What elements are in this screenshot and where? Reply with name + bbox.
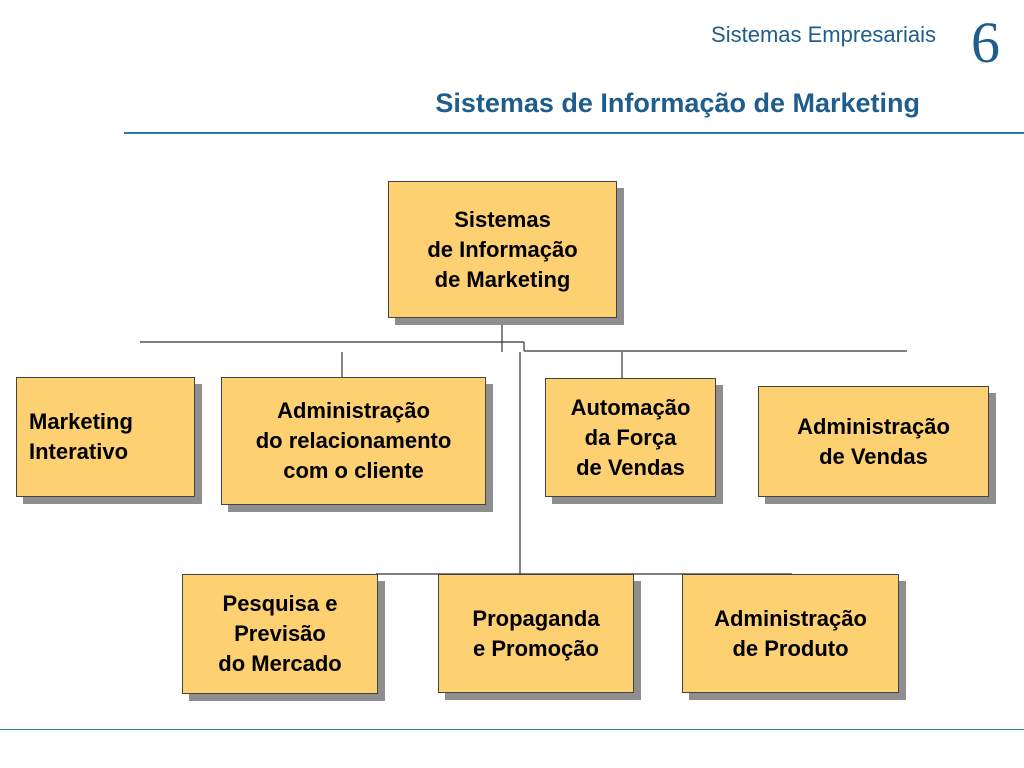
node-forca-vendas: Automação da Força de Vendas xyxy=(545,378,716,497)
node-forca-vendas-label: Automação da Força de Vendas xyxy=(570,394,691,480)
node-admin-produto: Administração de Produto xyxy=(682,574,899,693)
node-admin-vendas: Administração de Vendas xyxy=(758,386,989,497)
header-subtitle: Sistemas Empresariais xyxy=(711,22,936,47)
footer-rule xyxy=(0,729,1024,730)
chapter-number: 6 xyxy=(971,10,1000,75)
node-relacionamento-cliente-label: Administração do relacionamento com o cl… xyxy=(255,398,452,483)
node-marketing-interativo-label: Marketing Interativo xyxy=(29,409,133,464)
node-relacionamento-cliente: Administração do relacionamento com o cl… xyxy=(221,377,486,505)
node-marketing-interativo: Marketing Interativo xyxy=(16,377,195,497)
node-pesquisa-mercado-label: Pesquisa e Previsão do Mercado xyxy=(218,591,342,676)
node-admin-produto-label: Administração de Produto xyxy=(714,605,867,661)
title-underline xyxy=(124,132,1024,134)
node-root-label: Sistemas de Informação de Marketing xyxy=(427,206,578,292)
node-propaganda-label: Propaganda e Promoção xyxy=(472,605,600,661)
node-admin-vendas-label: Administração de Vendas xyxy=(797,413,950,469)
node-pesquisa-mercado: Pesquisa e Previsão do Mercado xyxy=(182,574,378,694)
node-propaganda: Propaganda e Promoção xyxy=(438,574,634,693)
page-title: Sistemas de Informação de Marketing xyxy=(435,88,920,118)
node-root: Sistemas de Informação de Marketing xyxy=(388,181,617,318)
